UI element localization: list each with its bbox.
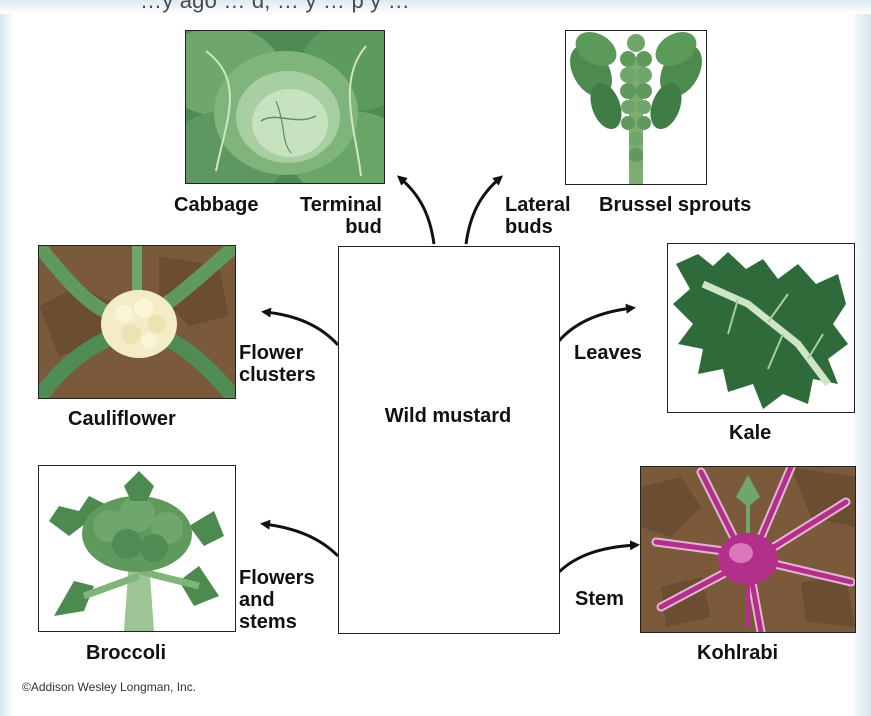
broccoli-label: Broccoli xyxy=(86,642,166,664)
brussel-sprouts-illustration xyxy=(565,30,707,185)
arrow-flowers-stems xyxy=(264,524,338,556)
terminal-bud-label: Terminal bud xyxy=(300,194,382,238)
stem-label: Stem xyxy=(575,588,624,610)
cabbage-label: Cabbage xyxy=(174,194,258,216)
kohlrabi-label: Kohlrabi xyxy=(697,642,778,664)
copyright-credit: ©Addison Wesley Longman, Inc. xyxy=(22,680,196,694)
arrow-leaves xyxy=(558,308,632,342)
flower-clusters-label: Flower clusters xyxy=(239,342,316,386)
kale-label: Kale xyxy=(729,422,771,444)
kale-illustration xyxy=(667,243,855,413)
cauliflower-illustration xyxy=(38,245,236,399)
wild-mustard-label: Wild mustard xyxy=(338,405,558,428)
arrow-stem xyxy=(558,545,636,573)
arrow-terminal-bud xyxy=(400,178,434,244)
kohlrabi-illustration xyxy=(640,466,856,633)
flowers-and-stems-label: Flowers and stems xyxy=(239,567,315,633)
leaves-label: Leaves xyxy=(574,342,642,364)
cabbage-illustration xyxy=(185,30,385,184)
lateral-buds-label: Lateral buds xyxy=(505,194,571,238)
arrow-flower-clusters xyxy=(265,312,338,345)
arrow-lateral-buds xyxy=(466,178,500,244)
wild-mustard-box xyxy=(338,246,560,634)
broccoli-illustration xyxy=(38,465,236,632)
cauliflower-label: Cauliflower xyxy=(68,408,176,430)
brussel-sprouts-label: Brussel sprouts xyxy=(599,194,751,216)
